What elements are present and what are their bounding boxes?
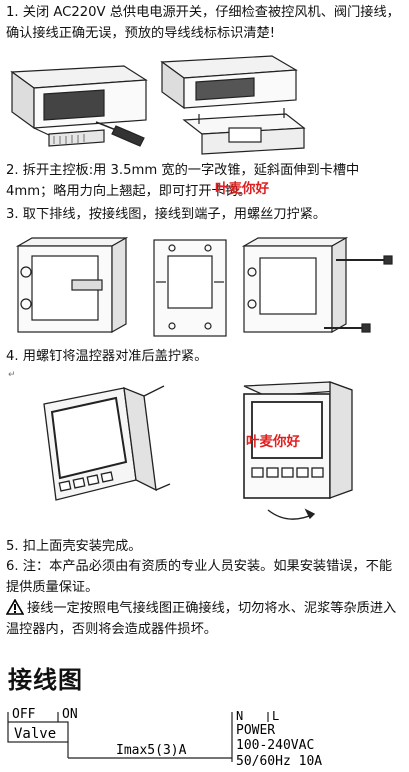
n-label: N bbox=[236, 709, 243, 723]
warning-paragraph: 接线一定按照电气接线图正确接线，切勿将水、泥浆等杂质进入温控器内，否则将会造成器… bbox=[6, 598, 403, 640]
watermark-text-2: 叶麦你好 bbox=[246, 434, 300, 450]
warning-triangle-icon bbox=[6, 599, 24, 615]
step-6-text: 6. 注：本产品必须由有资质的专业人员安装。如果安装错误，不能提供质量保证。 bbox=[6, 559, 393, 595]
freq-label: 50/60Hz 10A bbox=[236, 754, 322, 769]
l-label: L bbox=[272, 709, 279, 723]
step-2-text: 2. 拆开主控板:用 3.5mm 宽的一字改锥，延斜面伸到卡槽中 4mm；略用力… bbox=[6, 163, 360, 199]
figure-remove-panel bbox=[10, 55, 306, 155]
wiring-title: 接线图 bbox=[8, 666, 83, 694]
figure-wiring-boxes bbox=[15, 236, 393, 337]
voltage-label: 100-240VAC bbox=[236, 738, 314, 753]
watermark-text: 叶麦你好 bbox=[215, 181, 269, 197]
step-3-text: 3. 取下排线，按接线图，接线到端子，用螺丝刀拧紧。 bbox=[6, 207, 327, 222]
off-label: OFF bbox=[12, 707, 36, 722]
step-4-text: 4. 用螺钉将温控器对准后盖拧紧。 bbox=[6, 349, 208, 364]
wiring-diagram: OFF ON Valve Imax5(3)A N L POWER 100-240… bbox=[7, 707, 322, 769]
step-1-text: 1. 关闭 AC220V 总供电电源开关，仔细检查被控风机、阀门接线，确认接线正… bbox=[6, 5, 400, 41]
return-mark: ↵ bbox=[8, 370, 16, 380]
current-label: Imax5(3)A bbox=[116, 743, 187, 758]
figure-mount-thermostat bbox=[43, 381, 353, 520]
valve-label: Valve bbox=[14, 726, 56, 742]
on-label: ON bbox=[62, 707, 78, 722]
power-label: POWER bbox=[236, 723, 275, 738]
warning-text: 接线一定按照电气接线图正确接线，切勿将水、泥浆等杂质进入温控器内，否则将会造成器… bbox=[6, 601, 397, 637]
step-5-text: 5. 扣上面壳安装完成。 bbox=[6, 539, 142, 554]
